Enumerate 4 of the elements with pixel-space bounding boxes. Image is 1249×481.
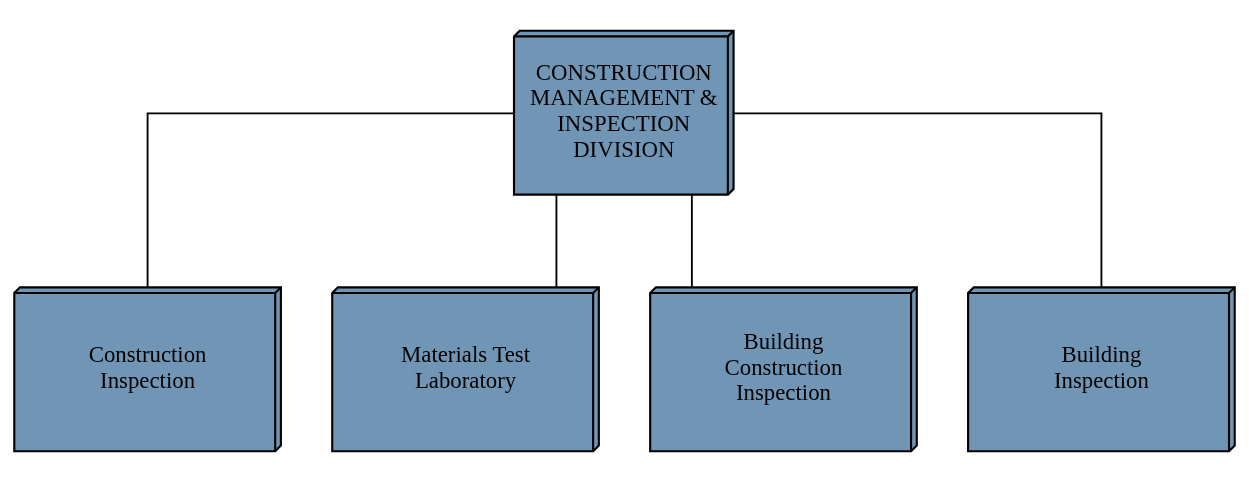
connector [146,111,515,288]
connector [733,111,1103,288]
connector [555,193,558,288]
connector [690,193,693,288]
